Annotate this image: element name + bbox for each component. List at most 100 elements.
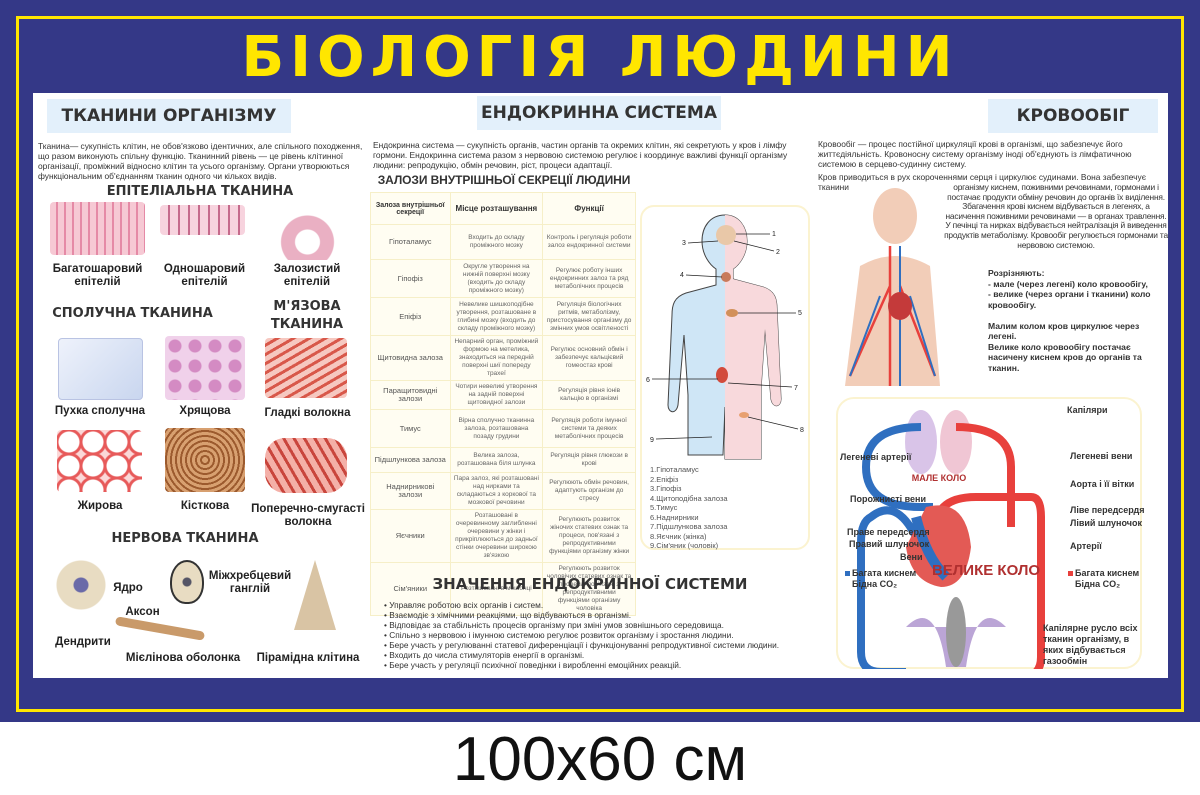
marker-1: 1 — [772, 231, 776, 238]
cell-function: Регулюють обмін речовин, адаптують орган… — [542, 472, 636, 510]
legend-item: 3.Гіпофіз — [650, 484, 682, 493]
stratified-epithelium-image — [50, 202, 145, 255]
cell-function: Контроль і регуляція роботи залоз ендокр… — [542, 224, 636, 260]
marker-5: 5 — [798, 310, 802, 317]
simple-epithelium-image — [160, 205, 245, 235]
legend-item: 9.Сім'яник (чоловік) — [650, 541, 719, 550]
cell-location: Пара залоз, які розташовані над нирками … — [449, 472, 544, 510]
big-circle-label: ВЕЛИКЕ КОЛО — [932, 562, 1040, 579]
cell-gland: Гіпоталамус — [370, 224, 451, 260]
marker-3: 3 — [682, 240, 686, 247]
label-adipose: Жирова — [77, 500, 123, 512]
cell-function: Регуляція роботи імунної системи та деяк… — [542, 409, 636, 448]
significance-title: ЗНАЧЕННЯ ЕНДОКРИННОЇ СИСТЕМИ — [432, 575, 748, 593]
red-legend-line1: Багата киснем — [1075, 568, 1140, 578]
ganglion-cell-image — [170, 560, 204, 604]
label-pulmonary-veins: Легеневі вени — [1070, 451, 1133, 461]
glands-table: Залоза внутрішньої секреції Місце розташ… — [370, 192, 636, 616]
label-axon: Аксон — [125, 606, 160, 618]
marker-8: 8 — [800, 427, 804, 434]
label-ganglion: Міжхребцевий ганглій — [208, 570, 292, 595]
label-dendrites: Дендрити — [55, 636, 111, 648]
yellow-frame — [16, 16, 1184, 712]
cell-location: Невелике шишкоподібне утворення, розташо… — [449, 297, 544, 336]
label-hollow-veins: Порожнисті вени — [850, 494, 926, 504]
glandular-epithelium-image — [265, 200, 350, 260]
label-left-atrium: Ліве передсердя — [1070, 505, 1145, 515]
smooth-muscle-image — [265, 338, 347, 398]
connective-title: СПОЛУЧНА ТКАНИНА — [52, 306, 213, 321]
cell-location: Округле утворення на нижній поверхні моз… — [449, 259, 544, 298]
legend-item: 6.Наднирники — [650, 512, 699, 522]
col-location: Місце розташування — [449, 192, 544, 225]
significance-item: • Бере участь у регулюванні статевої диф… — [384, 640, 779, 650]
red-swatch-icon — [1068, 571, 1073, 576]
circulation-diagram: МАЛЕ КОЛО ВЕЛИКЕ КОЛО — [857, 410, 1045, 669]
cell-gland: Епіфіз — [370, 297, 451, 336]
label-striated: Поперечно-смугасті волокна — [251, 503, 365, 528]
legend-item: 2.Епіфіз — [650, 474, 679, 484]
label-cartilage: Хрящова — [179, 405, 231, 417]
marker-9: 9 — [650, 437, 654, 444]
human-body-figure: 1 2 3 4 5 6 7 8 9 — [646, 214, 804, 460]
cell-function: Регуляція біологічних ритмів, метаболізм… — [542, 297, 636, 336]
loose-connective-image — [58, 338, 143, 400]
marker-2: 2 — [776, 249, 780, 256]
glands-table-title: ЗАЛОЗИ ВНУТРІШНЬОЇ СЕКРЕЦІЇ ЛЮДИНИ — [377, 173, 631, 187]
marker-4: 4 — [680, 272, 684, 279]
poster-size: 100x60 см — [452, 725, 748, 794]
endocrine-intro: Ендокринна система — сукупність органів,… — [373, 140, 788, 170]
label-veins: Вени — [900, 552, 923, 562]
label-arteries: Артерії — [1070, 541, 1102, 551]
legend-item: 5.Тимус — [650, 503, 678, 512]
tissues-header: ТКАНИНИ ОРГАНІЗМУ — [47, 99, 291, 133]
marker-7: 7 — [794, 385, 798, 392]
bone-image — [165, 428, 245, 492]
bullet-icon: • — [384, 630, 390, 640]
label-bone: Кісткова — [180, 500, 230, 512]
blue-legend-line1: Багата киснем — [852, 568, 917, 578]
red-legend-line2: Бідна CO₂ — [1075, 579, 1121, 589]
legend-item: 1.Гіпоталамус — [650, 465, 699, 474]
bullet-icon: • — [384, 600, 390, 610]
bullet-icon: • — [384, 610, 390, 620]
striated-muscle-image — [265, 438, 347, 493]
epithelial-title: ЕПІТЕЛІАЛЬНА ТКАНИНА — [106, 184, 294, 199]
cell-location: Входить до складу проміжного мозку — [449, 224, 544, 260]
significance-text: Бере участь у регуляції психічної поведі… — [389, 660, 682, 670]
col-function: Функції — [542, 192, 636, 225]
significance-item: • Бере участь у регуляції психічної пове… — [384, 660, 779, 670]
significance-item: • Входить до числа стимуляторів енергії … — [384, 650, 779, 660]
cell-location: Розташовані в очеревинному заглибленні о… — [449, 509, 544, 563]
cell-gland: Щитовидна залоза — [370, 335, 451, 381]
nervous-title: НЕРВОВА ТКАНИНА — [111, 531, 259, 546]
cell-gland: Паращитовидні залози — [370, 380, 451, 410]
label-left-ventricle: Лівий шлуночок — [1070, 518, 1142, 528]
bullet-icon: • — [384, 620, 390, 630]
label-capillaries: Капіляри — [1067, 405, 1108, 415]
endocrine-figure-panel: 1 2 3 4 5 6 7 8 9 — [640, 205, 810, 550]
cell-gland: Тимус — [370, 409, 451, 448]
circulation-diagram-panel — [836, 397, 1142, 669]
significance-item: • Взаємодіє з хімічними реакціями, що ві… — [384, 610, 779, 620]
blue-legend-line2: Бідна CO₂ — [852, 579, 898, 589]
neuron-image — [52, 556, 110, 614]
label-stratified: Багатошаровий епітелій — [52, 263, 143, 288]
bullet-icon: • — [384, 660, 390, 670]
human-circulation-image — [845, 188, 940, 386]
label-myelin: Мієлінова оболонка — [125, 652, 241, 664]
tissues-intro: Тканина— сукупність клітин, не обов'язко… — [38, 141, 363, 181]
bullet-icon: • — [384, 650, 390, 660]
significance-text: Взаємодіє з хімічними реакціями, що відб… — [389, 610, 632, 620]
cell-location: Чотири невеликі утворення на задній пове… — [449, 380, 544, 410]
